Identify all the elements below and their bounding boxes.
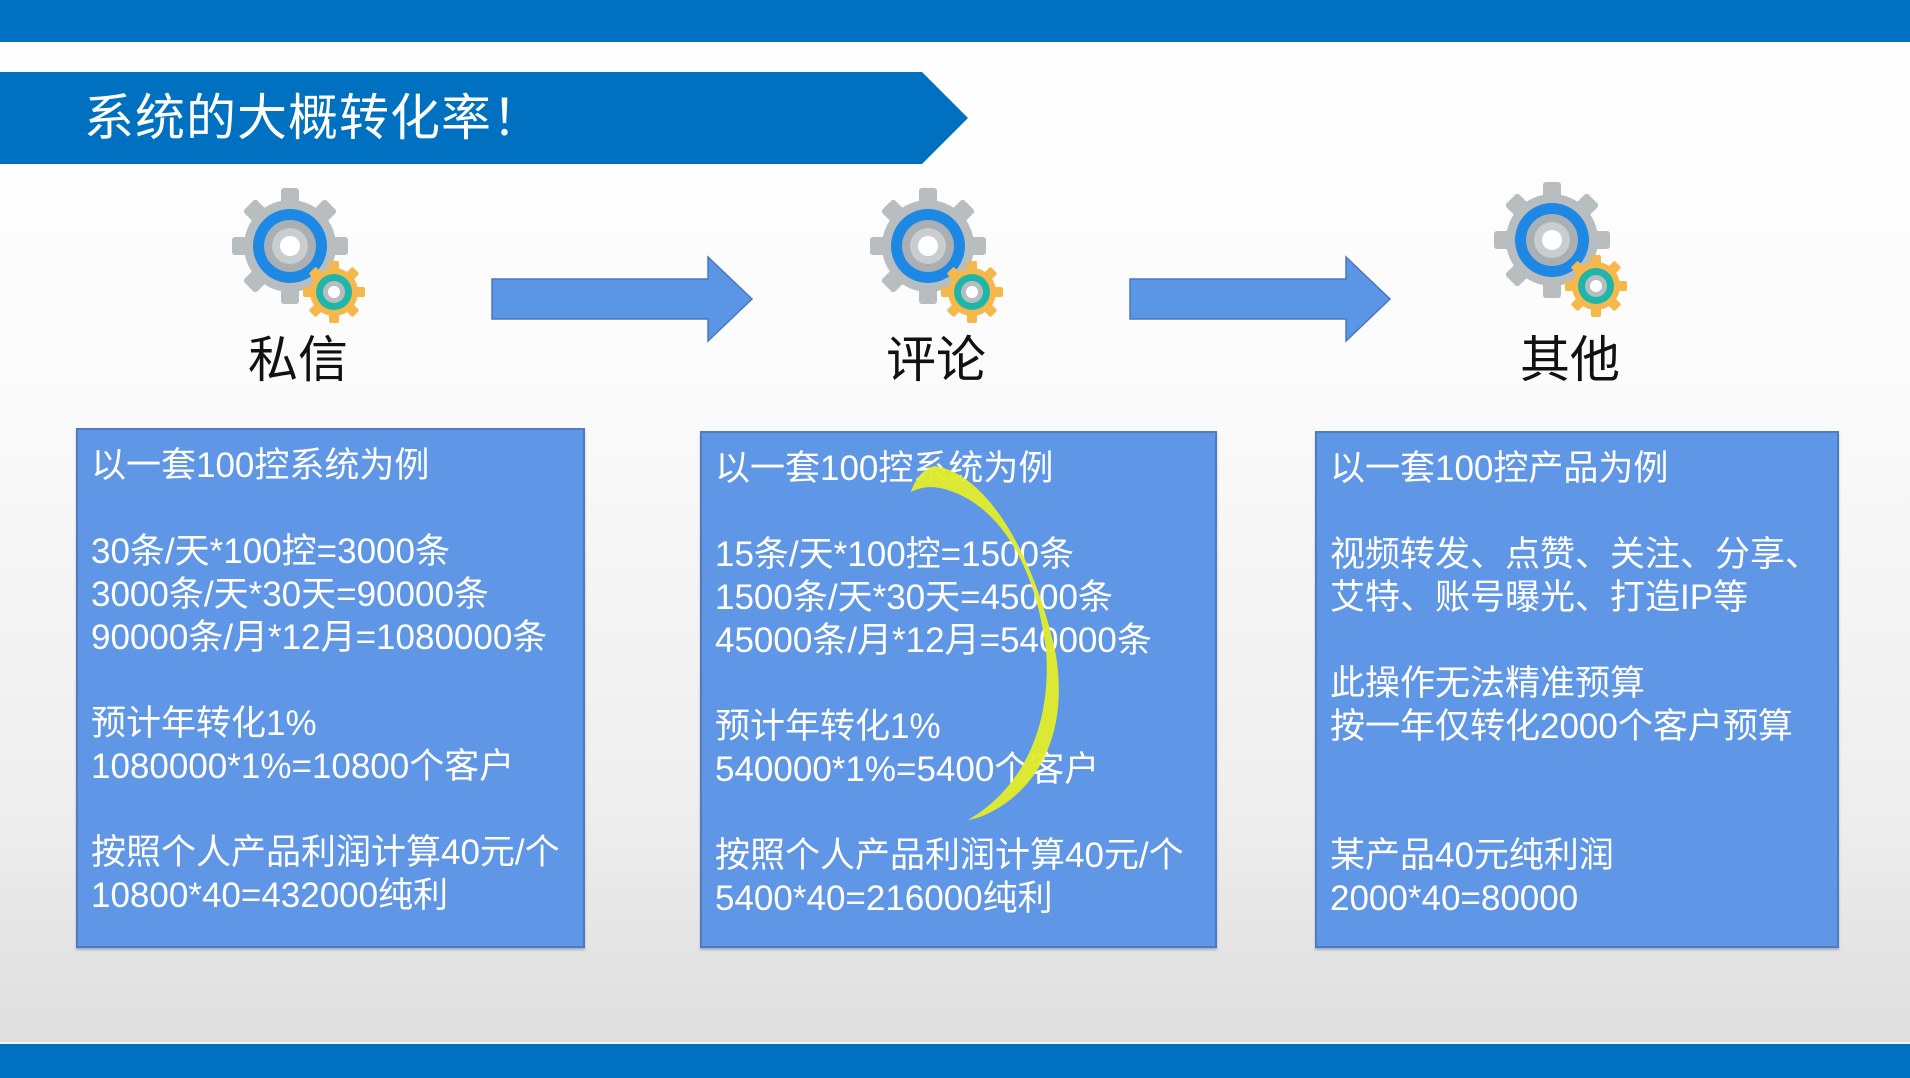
step-label-comment: 评论: [886, 332, 986, 388]
box-line: 视频转发、点赞、关注、分享、: [1330, 535, 1821, 574]
box-line: 540000*1%=5400个客户: [715, 750, 1100, 789]
right-arrow-icon: [490, 255, 754, 343]
gears-icon: [1494, 182, 1630, 318]
box-line: [715, 490, 1203, 533]
info-box-private-message: 以一套100控系统为例 30条/天*100控=3000条 3000条/天*30天…: [76, 428, 585, 948]
box-line: [1330, 490, 1825, 533]
step-label-private-message: 私信: [248, 332, 348, 388]
box-line: 1500条/天*30天=45000条: [715, 578, 1113, 617]
box-line: 以一套100控系统为例: [91, 446, 430, 485]
info-box-comment: 以一套100控系统为例 15条/天*100控=1500条 1500条/天*30天…: [700, 431, 1217, 948]
box-line: [91, 788, 571, 831]
box-line: 按一年仅转化2000个客户预算: [1330, 707, 1793, 746]
box-line: [91, 487, 571, 530]
box-line: [1330, 791, 1825, 834]
box-line: 3000条/天*30天=90000条: [91, 575, 489, 614]
box-line: [715, 662, 1203, 705]
banner-arrow-shape: [0, 72, 968, 164]
title-banner: 系统的大概转化率！: [0, 72, 970, 164]
box-line: 90000条/月*12月=1080000条: [91, 618, 548, 657]
box-line: 以一套100控产品为例: [1330, 449, 1669, 488]
box-line: 10800*40=432000纯利: [91, 876, 449, 915]
step-label-other: 其他: [1520, 332, 1620, 388]
box-line: 以一套100控系统为例: [715, 449, 1054, 488]
box-line: 按照个人产品利润计算40元/个: [715, 836, 1184, 875]
info-box-other: 以一套100控产品为例 视频转发、点赞、关注、分享、 艾特、账号曝光、打造IP等…: [1315, 431, 1839, 948]
box-line: 预计年转化1%: [715, 707, 941, 746]
box-line: [715, 791, 1203, 834]
gears-icon: [870, 188, 1006, 324]
right-arrow-icon: [1128, 255, 1392, 343]
box-line: 1080000*1%=10800个客户: [91, 747, 515, 786]
box-line: [1330, 748, 1825, 791]
box-line: 艾特、账号曝光、打造IP等: [1330, 578, 1749, 617]
gears-icon: [232, 188, 368, 324]
box-line: 45000条/月*12月=540000条: [715, 621, 1152, 660]
box-line: 按照个人产品利润计算40元/个: [91, 833, 560, 872]
box-line: 预计年转化1%: [91, 704, 317, 743]
box-line: 某产品40元纯利润: [1330, 836, 1614, 875]
box-line: [91, 659, 571, 702]
box-line: [1330, 619, 1825, 662]
box-line: 15条/天*100控=1500条: [715, 535, 1074, 574]
page-title: 系统的大概转化率！: [84, 90, 543, 146]
top-bar: [0, 0, 1910, 42]
box-line: 30条/天*100控=3000条: [91, 532, 450, 571]
box-line: 此操作无法精准预算: [1330, 664, 1646, 703]
bottom-bar: [0, 1042, 1910, 1078]
box-line: 5400*40=216000纯利: [715, 879, 1053, 918]
box-line: 2000*40=80000: [1330, 879, 1579, 918]
